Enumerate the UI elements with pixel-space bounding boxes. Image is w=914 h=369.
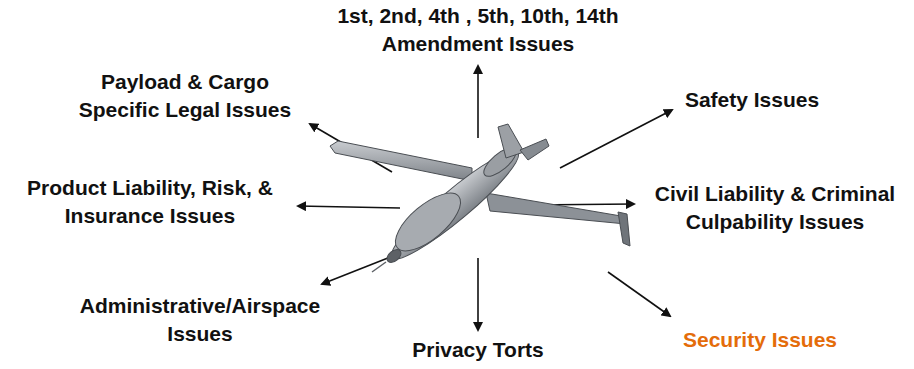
label-holder: Administrative/Airspace Issues <box>60 292 340 348</box>
payload-label: Payload & Cargo Specific Legal Issues <box>65 68 305 124</box>
label-holder: Security Issues <box>650 326 870 354</box>
label-holder: Civil Liability & Criminal Culpability I… <box>642 180 908 236</box>
civil-label: Civil Liability & Criminal Culpability I… <box>642 180 908 236</box>
privacy-label: Privacy Torts <box>368 336 588 364</box>
uav-drawing <box>330 124 630 272</box>
leader-arrows <box>298 66 672 330</box>
label-holder: Privacy Torts <box>368 336 588 364</box>
safety-label: Safety Issues <box>652 86 852 114</box>
label-holder: Payload & Cargo Specific Legal Issues <box>65 68 305 124</box>
security-label: Security Issues <box>650 326 870 354</box>
label-holder: Safety Issues <box>652 86 852 114</box>
amendment-label: 1st, 2nd, 4th , 5th, 10th, 14th Amendmen… <box>328 2 628 58</box>
label-holder: 1st, 2nd, 4th , 5th, 10th, 14th Amendmen… <box>328 2 628 58</box>
label-holder: Product Liability, Risk, & Insurance Iss… <box>10 174 290 230</box>
product-label: Product Liability, Risk, & Insurance Iss… <box>10 174 290 230</box>
airspace-label: Administrative/Airspace Issues <box>60 292 340 348</box>
